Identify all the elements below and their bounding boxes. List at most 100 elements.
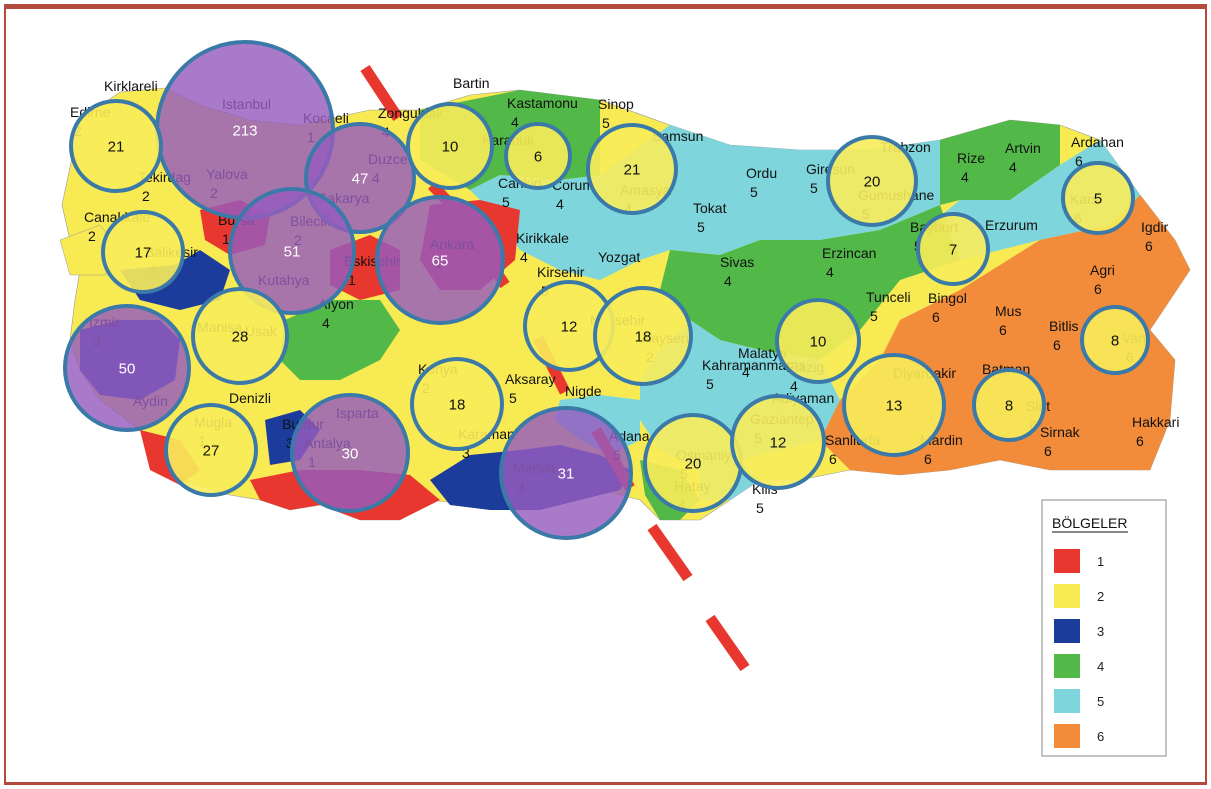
bubble-value: 20 <box>685 456 702 473</box>
bubble-circle <box>826 135 918 227</box>
province-region-number: 5 <box>509 390 517 406</box>
bubble-value: 10 <box>442 139 459 156</box>
province-label: Kirsehir <box>537 264 585 280</box>
province-region-number: 4 <box>520 249 528 265</box>
dash-segment <box>647 523 693 582</box>
province-region-number: 5 <box>870 308 878 324</box>
province-region-number: 5 <box>602 115 610 131</box>
province-region-number: 4 <box>322 315 330 331</box>
bubble-circle <box>916 212 990 286</box>
province-label: Sirnak <box>1040 424 1081 440</box>
province-label: Artvin <box>1005 140 1041 156</box>
legend-swatch <box>1054 654 1080 678</box>
province-region-number: 4 <box>742 364 750 380</box>
province-region-number: 4 <box>790 378 798 394</box>
legend-label: 3 <box>1097 624 1104 639</box>
province-region-number: 5 <box>706 376 714 392</box>
bubble-value: 5 <box>1094 191 1102 208</box>
bubble-circle <box>972 368 1046 442</box>
bubble-circle <box>1080 305 1150 375</box>
province-region-number: 2 <box>142 188 150 204</box>
province-label: Hakkari <box>1132 414 1179 430</box>
legend-label: 1 <box>1097 554 1104 569</box>
province-region-number: 4 <box>511 114 519 130</box>
province-label: Erzurum <box>985 217 1038 233</box>
legend-swatch <box>1054 549 1080 573</box>
province-region-number: 1 <box>222 231 230 247</box>
province-region-number: 1 <box>348 272 356 288</box>
region-blue-northwest <box>120 250 230 310</box>
province-label: Kahramanmaras <box>702 357 806 373</box>
province-label: Sinop <box>598 96 634 112</box>
bubble-circle <box>290 393 410 513</box>
province-region-number: 4 <box>556 196 564 212</box>
legend-title: BÖLGELER <box>1052 514 1127 531</box>
region-cyan-north <box>470 125 940 280</box>
bubble-value: 10 <box>810 334 827 351</box>
bubble-value: 12 <box>770 435 787 452</box>
bubble-circle <box>228 187 356 315</box>
province-label: Mus <box>995 303 1021 319</box>
bubble-circle <box>586 123 678 215</box>
province-label: Kirklareli <box>104 78 158 94</box>
bubble-value: 27 <box>203 443 220 460</box>
legend-swatch <box>1054 689 1080 713</box>
province-label: Igdir <box>1141 219 1169 235</box>
province-region-number: 5 <box>756 500 764 516</box>
province-region-number: 6 <box>1053 337 1061 353</box>
bubble-value: 8 <box>1005 398 1013 415</box>
province-region-number: 6 <box>1145 238 1153 254</box>
bubble-value: 50 <box>119 361 136 378</box>
province-label: Tokat <box>693 200 727 216</box>
bubble-value: 51 <box>284 244 301 261</box>
province-label: Bingol <box>928 290 967 306</box>
province-label: Yozgat <box>598 249 640 265</box>
province-label: Tunceli <box>866 289 911 305</box>
bubble-value: 65 <box>432 253 449 270</box>
bubble-circle <box>191 287 289 385</box>
province-region-number: 6 <box>1044 443 1052 459</box>
province-region-number: 4 <box>1009 159 1017 175</box>
bubble-value: 47 <box>352 171 369 188</box>
province-region-number: 2 <box>88 228 96 244</box>
bubble-circle <box>410 357 504 451</box>
bubble-circle <box>375 195 505 325</box>
legend-label: 6 <box>1097 729 1104 744</box>
province-region-number: 5 <box>750 184 758 200</box>
bubble-value: 18 <box>635 329 652 346</box>
province-region-number: 3 <box>462 445 470 461</box>
bubble-value: 20 <box>864 174 881 191</box>
bubble-circle <box>730 394 826 490</box>
province-label: Agri <box>1090 262 1115 278</box>
legend: BÖLGELER 1 2 3 4 5 6 <box>1041 499 1167 757</box>
province-label: Ordu <box>746 165 777 181</box>
bubble-value: 21 <box>108 139 125 156</box>
bubble-value: 21 <box>624 162 641 179</box>
legend-label: 4 <box>1097 659 1104 674</box>
bubble-circle <box>406 102 494 190</box>
legend-label: 2 <box>1097 589 1104 604</box>
province-label: Kastamonu <box>507 95 578 111</box>
bubble-value: 18 <box>449 397 466 414</box>
legend-swatch <box>1054 584 1080 608</box>
province-label: Corum <box>552 177 594 193</box>
province-label: Bartin <box>453 75 490 91</box>
province-label: Nigde <box>565 383 602 399</box>
province-label: Erzincan <box>822 245 876 261</box>
province-label: Aksaray <box>505 371 556 387</box>
province-region-number: 6 <box>924 451 932 467</box>
bubble-circle <box>593 286 693 386</box>
province-label: Bitlis <box>1049 318 1079 334</box>
province-label: Malatya <box>738 345 787 361</box>
province-region-number: 6 <box>1094 281 1102 297</box>
region-green-afyon <box>280 300 400 380</box>
province-label: Sivas <box>720 254 754 270</box>
legend-label: 5 <box>1097 694 1104 709</box>
province-region-number: 4 <box>724 273 732 289</box>
legend-swatch <box>1054 619 1080 643</box>
bubble-value: 28 <box>232 329 249 346</box>
province-region-number: 6 <box>1075 153 1083 169</box>
province-label: Denizli <box>229 390 271 406</box>
